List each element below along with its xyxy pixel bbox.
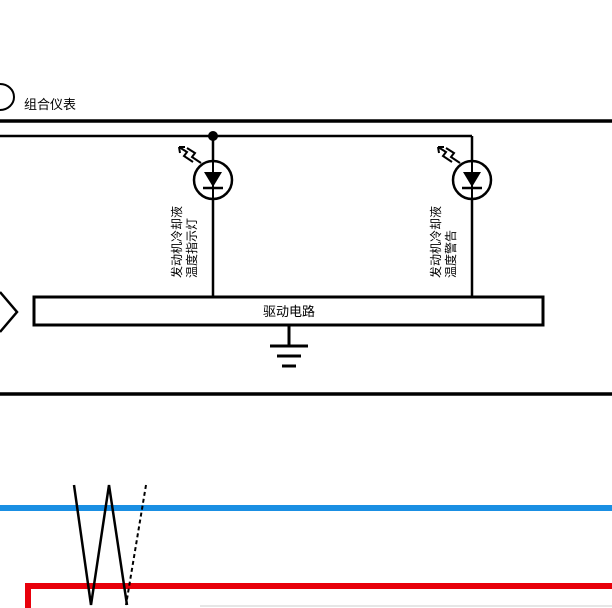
led1-label-line1: 发动机冷却液: [169, 206, 184, 278]
driver-circuit-label: 驱动电路: [263, 304, 315, 320]
led2-light-rays-icon: [437, 146, 461, 164]
meter-label: 组合仪表: [24, 98, 76, 113]
led1-label: 发动机冷却液 温度指示灯: [169, 206, 199, 278]
led1-label-line2: 温度指示灯: [184, 218, 199, 278]
led1-light-rays-icon: [178, 146, 202, 164]
red-wire: [25, 583, 612, 608]
dashed-break-line: [125, 484, 147, 606]
input-connector-arrow-icon: [0, 291, 19, 333]
led2-label-line1: 发动机冷却液: [428, 206, 443, 278]
led1-symbol-icon: [192, 159, 234, 201]
connector-symbol: [0, 83, 16, 111]
led2-label: 发动机冷却液 温度警告: [428, 206, 458, 278]
led2-symbol-icon: [451, 159, 493, 201]
zigzag-break-marker: [72, 484, 129, 606]
led2-label-line2: 温度警告: [443, 230, 458, 278]
ground-icon: [270, 325, 308, 368]
